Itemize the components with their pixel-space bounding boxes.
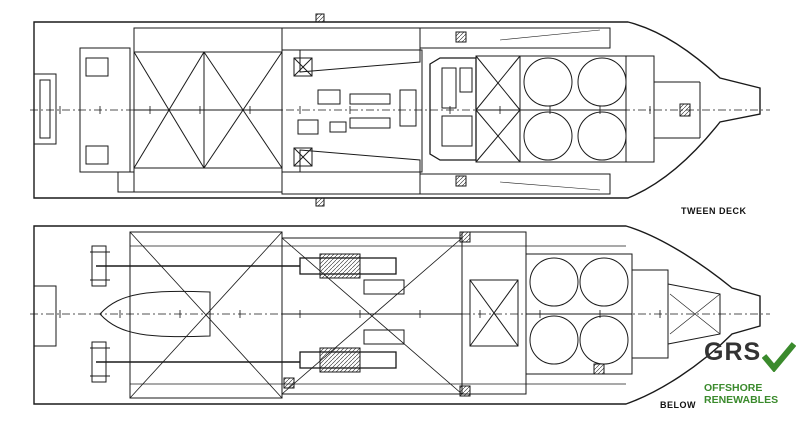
below-deck-title: BELOW (660, 400, 696, 410)
logo-line-renewables: RENEWABLES (704, 394, 779, 406)
tween-deck-plan (30, 13, 770, 207)
tween-deck-title: TWEEN DECK (681, 206, 747, 216)
below-deck-plan (30, 225, 770, 405)
tween-deck-frame-marks (59, 106, 701, 114)
logo-mark: GRS (704, 338, 762, 366)
below-deck-frame-marks (59, 310, 721, 318)
logo-line-offshore: OFFSHORE (704, 382, 763, 394)
grs-offshore-logo: GRS OFFSHORE RENEWABLES (700, 336, 800, 412)
checkmark-icon (762, 342, 796, 372)
